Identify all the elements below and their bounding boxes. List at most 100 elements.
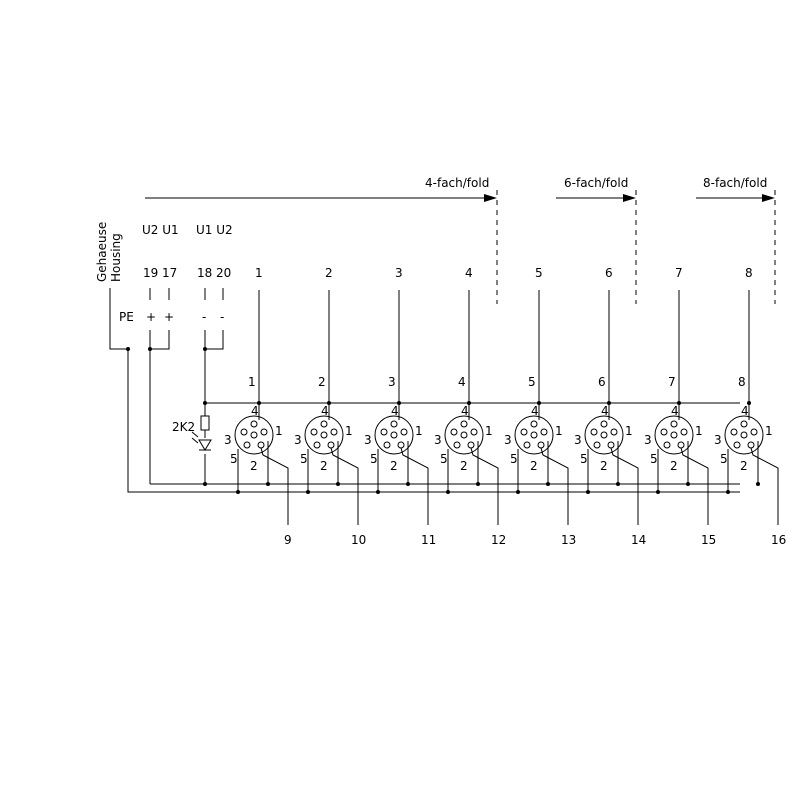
- pin-3-4: [450, 428, 458, 436]
- bottom-terminal-12: 12: [491, 533, 506, 547]
- pin-3-1: [240, 428, 248, 436]
- pin-label-3-4: 3: [434, 433, 442, 447]
- connector-label-5: 5: [528, 375, 536, 389]
- signal-wire-2: [330, 447, 359, 525]
- pin-label-3-1: 3: [224, 433, 232, 447]
- pin5-junction-6: [586, 490, 590, 494]
- pin-label-1-7: 1: [695, 424, 703, 438]
- pin-4-3: [390, 420, 398, 428]
- bottom-terminal-11: 11: [421, 533, 436, 547]
- pin1-junction-2: [336, 482, 340, 486]
- pin-5-5: [523, 441, 531, 449]
- bottom-terminal-14: 14: [631, 533, 646, 547]
- pin-label-1-3: 1: [415, 424, 423, 438]
- pin-3-3: [380, 428, 388, 436]
- terminal-17: 17: [162, 266, 177, 280]
- pin-label-5-1: 5: [230, 452, 238, 466]
- pin-label-1-5: 1: [555, 424, 563, 438]
- pin-label-2-1: 2: [250, 459, 258, 473]
- pin-2-8: [747, 441, 755, 449]
- top-terminal-1: 1: [255, 266, 263, 280]
- pin1-junction-7: [686, 482, 690, 486]
- pin-label-2-3: 2: [390, 459, 398, 473]
- bottom-terminal-10: 10: [351, 533, 366, 547]
- signal-wire-3: [400, 447, 429, 525]
- pin-center-6: [600, 431, 608, 439]
- header-4-fold: 4-fach/fold: [425, 176, 489, 190]
- pin-5-8: [733, 441, 741, 449]
- fold-header-8: 8-fach/fold: [696, 176, 776, 304]
- pin-1-8: [750, 428, 758, 436]
- pin-2-5: [537, 441, 545, 449]
- pin-label-5-3: 5: [370, 452, 378, 466]
- pin1-junction-3: [406, 482, 410, 486]
- pin-center-2: [320, 431, 328, 439]
- pin-2-7: [677, 441, 685, 449]
- pin-center-7: [670, 431, 678, 439]
- pin-1-7: [680, 428, 688, 436]
- supply-group-right: U1 U2: [196, 223, 233, 237]
- top-terminal-3: 3: [395, 266, 403, 280]
- pin5-junction-3: [376, 490, 380, 494]
- pin1-junction-8: [756, 482, 760, 486]
- pin-2-6: [607, 441, 615, 449]
- connector-label-7: 7: [668, 375, 676, 389]
- pin-label-1-8: 1: [765, 424, 773, 438]
- pin-label-3-3: 3: [364, 433, 372, 447]
- pin-4-6: [600, 420, 608, 428]
- supply-wiring: [109, 288, 740, 493]
- pin1-junction-6: [616, 482, 620, 486]
- connector-label-1: 1: [248, 375, 256, 389]
- pin-label-4-4: 4: [461, 404, 469, 418]
- connector-label-4: 4: [458, 375, 466, 389]
- signal-wire-1: [260, 447, 289, 525]
- pin-1-2: [330, 428, 338, 436]
- pin1-junction-4: [476, 482, 480, 486]
- m12-connector-1: [234, 415, 274, 455]
- top-terminal-4: 4: [465, 266, 473, 280]
- connector-label-8: 8: [738, 375, 746, 389]
- bottom-terminal-13: 13: [561, 533, 576, 547]
- fold-header-6: 6-fach/fold: [556, 176, 637, 304]
- pin-3-2: [310, 428, 318, 436]
- pin-label-5-6: 5: [580, 452, 588, 466]
- pin-5-2: [313, 441, 321, 449]
- pin5-junction-7: [656, 490, 660, 494]
- fold-header-4: 4-fach/fold: [145, 176, 498, 304]
- connector-label-3: 3: [388, 375, 396, 389]
- pin-label-1-1: 1: [275, 424, 283, 438]
- pin-3-6: [590, 428, 598, 436]
- pin-4-1: [250, 420, 258, 428]
- pin-label-2-8: 2: [740, 459, 748, 473]
- pin-2-3: [397, 441, 405, 449]
- polarity-20: -: [220, 310, 224, 324]
- pin-label-4-8: 4: [741, 404, 749, 418]
- terminal-19: 19: [143, 266, 158, 280]
- pin-label-1-2: 1: [345, 424, 353, 438]
- pin-label-3-8: 3: [714, 433, 722, 447]
- pin-label-2-2: 2: [320, 459, 328, 473]
- pin-4-2: [320, 420, 328, 428]
- pin-label-5-8: 5: [720, 452, 728, 466]
- pin1-junction-5: [546, 482, 550, 486]
- pin-label-4-2: 4: [321, 404, 329, 418]
- pin-center-4: [460, 431, 468, 439]
- housing-label-de: Gehaeuse: [95, 222, 109, 282]
- pin-2-2: [327, 441, 335, 449]
- bottom-terminal-16: 16: [771, 533, 786, 547]
- m12-connector-3: [374, 415, 414, 455]
- signal-wire-7: [680, 447, 709, 525]
- bottom-terminal-9: 9: [284, 533, 292, 547]
- housing-label-en: Housing: [109, 233, 123, 282]
- pin-label-3-7: 3: [644, 433, 652, 447]
- pin-label-5-5: 5: [510, 452, 518, 466]
- m12-connector-4: [444, 415, 484, 455]
- m12-connector-5: [514, 415, 554, 455]
- pin-4-5: [530, 420, 538, 428]
- pin-label-5-7: 5: [650, 452, 658, 466]
- pin-1-1: [260, 428, 268, 436]
- pin-center-3: [390, 431, 398, 439]
- pin-label-4-1: 4: [251, 404, 259, 418]
- pin5-junction-8: [726, 490, 730, 494]
